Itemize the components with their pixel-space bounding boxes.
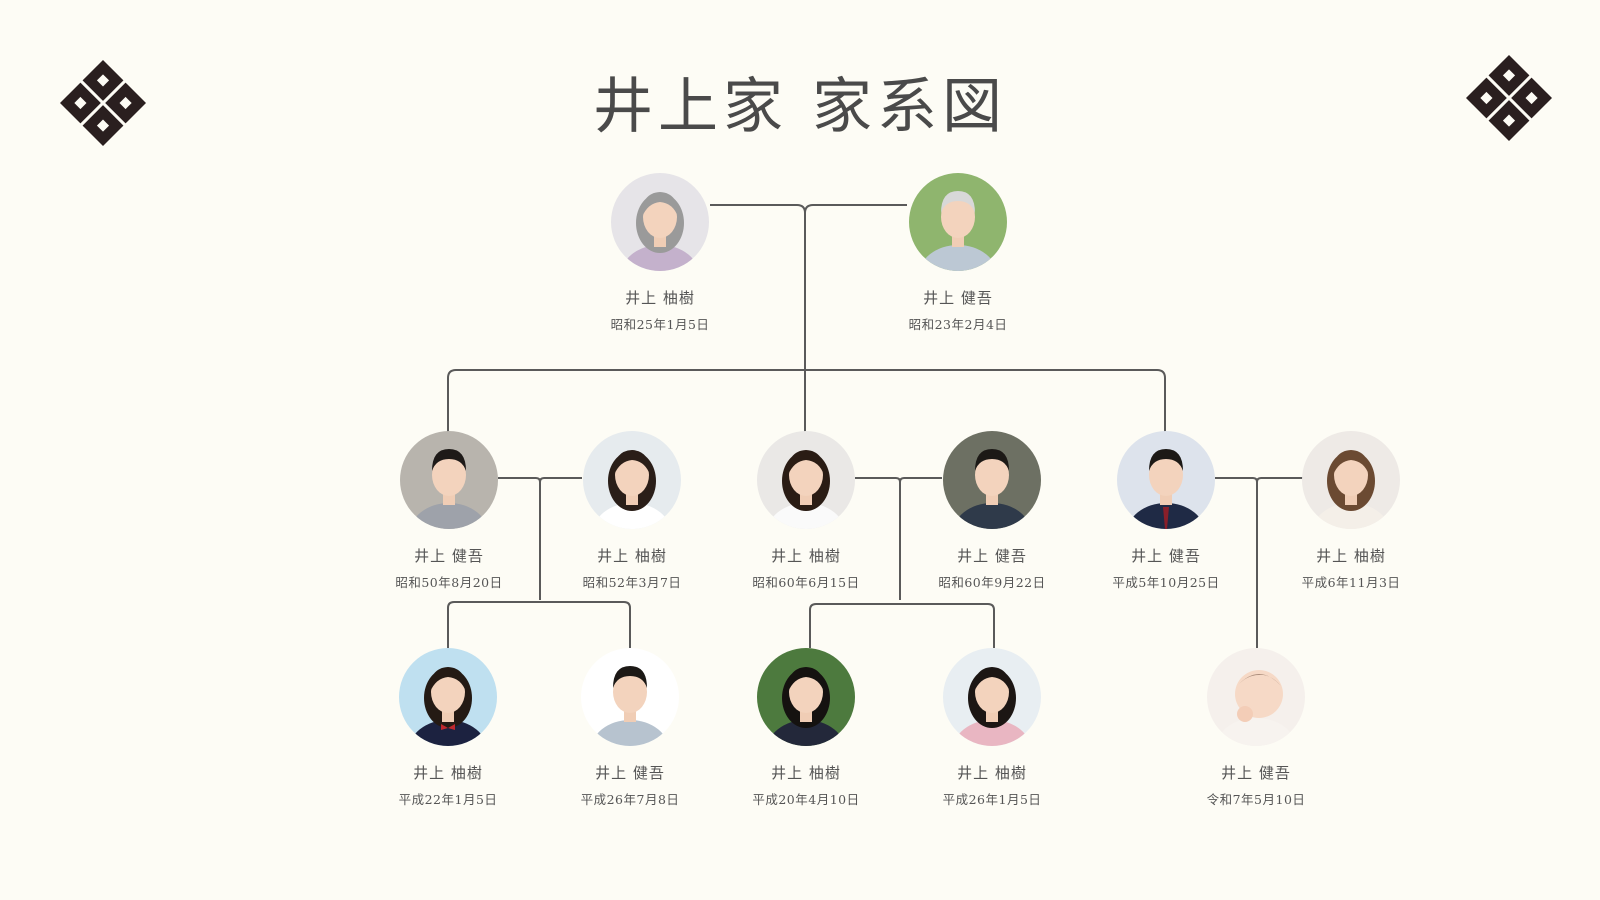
member-card[interactable]: 井上 柚樹 昭和60年6月15日 <box>721 431 891 591</box>
woman-photo <box>583 431 681 529</box>
member-birthdate: 昭和60年9月22日 <box>938 575 1046 590</box>
elderly-woman-photo-icon <box>620 192 700 271</box>
connector-children-bar <box>447 369 1166 432</box>
member-name: 井上 健吾 <box>957 547 1027 565</box>
girl-child-photo <box>943 648 1041 746</box>
member-card[interactable]: 井上 健吾 平成26年7月8日 <box>545 648 715 808</box>
connector-family2-children <box>809 603 995 648</box>
member-card[interactable]: 井上 健吾 昭和23年2月4日 <box>873 173 1043 333</box>
woman-photo-icon <box>1311 450 1391 529</box>
man-photo <box>400 431 498 529</box>
boy-photo-icon <box>590 666 670 746</box>
member-card[interactable]: 井上 柚樹 昭和52年3月7日 <box>547 431 717 591</box>
member-birthdate: 平成26年1月5日 <box>942 792 1042 807</box>
member-birthdate: 昭和23年2月4日 <box>908 317 1008 332</box>
member-birthdate: 平成20年4月10日 <box>752 792 860 807</box>
member-birthdate: 令和7年5月10日 <box>1206 792 1306 807</box>
connector-grandparents-couple <box>710 204 907 370</box>
member-birthdate: 昭和25年1月5日 <box>610 317 710 332</box>
member-birthdate: 平成5年10月25日 <box>1112 575 1220 590</box>
man-photo-icon <box>952 449 1032 529</box>
member-birthdate: 昭和60年6月15日 <box>752 575 860 590</box>
man-photo-icon <box>409 449 489 529</box>
member-card[interactable]: 井上 健吾 平成5年10月25日 <box>1081 431 1251 591</box>
baby-photo-icon <box>1218 670 1294 746</box>
member-name: 井上 健吾 <box>1131 547 1201 565</box>
member-birthdate: 平成26年7月8日 <box>580 792 680 807</box>
member-name: 井上 柚樹 <box>771 547 841 565</box>
man-suit-photo-icon <box>1126 449 1206 529</box>
connector-family1-children <box>447 601 631 648</box>
baby-photo <box>1207 648 1305 746</box>
woman-photo-icon <box>592 450 672 529</box>
member-name: 井上 柚樹 <box>957 764 1027 782</box>
connector-family1-couple <box>498 477 582 600</box>
member-card[interactable]: 井上 柚樹 平成22年1月5日 <box>363 648 533 808</box>
member-card[interactable]: 井上 健吾 昭和50年8月20日 <box>364 431 534 591</box>
four-diamond-crest-icon <box>1466 55 1552 141</box>
elderly-man-photo-icon <box>918 191 998 271</box>
member-name: 井上 柚樹 <box>771 764 841 782</box>
connector-family2-couple <box>855 477 942 600</box>
member-card[interactable]: 井上 柚樹 昭和25年1月5日 <box>575 173 745 333</box>
elderly-woman-photo <box>611 173 709 271</box>
member-birthdate: 平成6年11月3日 <box>1301 575 1401 590</box>
member-birthdate: 昭和50年8月20日 <box>395 575 503 590</box>
member-name: 井上 健吾 <box>1221 764 1291 782</box>
member-card[interactable]: 井上 柚樹 平成20年4月10日 <box>721 648 891 808</box>
four-diamond-crest-icon <box>60 60 146 146</box>
elderly-man-photo <box>909 173 1007 271</box>
girl-student-photo <box>399 648 497 746</box>
connector-family3-couple <box>1215 477 1305 648</box>
member-name: 井上 柚樹 <box>1316 547 1386 565</box>
woman-photo <box>1302 431 1400 529</box>
girl-student-photo-icon <box>408 667 488 746</box>
member-name: 井上 柚樹 <box>625 289 695 307</box>
member-birthdate: 昭和52年3月7日 <box>582 575 682 590</box>
member-name: 井上 健吾 <box>595 764 665 782</box>
member-card[interactable]: 井上 健吾 令和7年5月10日 <box>1171 648 1341 808</box>
member-name: 井上 柚樹 <box>597 547 667 565</box>
man-suit-photo <box>1117 431 1215 529</box>
member-card[interactable]: 井上 柚樹 平成6年11月3日 <box>1266 431 1436 591</box>
member-birthdate: 平成22年1月5日 <box>398 792 498 807</box>
girl-child-photo-icon <box>952 667 1032 746</box>
girl-photo-icon <box>766 667 846 746</box>
member-card[interactable]: 井上 健吾 昭和60年9月22日 <box>907 431 1077 591</box>
girl-photo <box>757 648 855 746</box>
woman-photo <box>757 431 855 529</box>
member-name: 井上 健吾 <box>923 289 993 307</box>
member-card[interactable]: 井上 柚樹 平成26年1月5日 <box>907 648 1077 808</box>
woman-photo-icon <box>766 450 846 529</box>
member-name: 井上 柚樹 <box>413 764 483 782</box>
page-title: 井上家 家系図 <box>592 72 1008 142</box>
boy-photo <box>581 648 679 746</box>
man-photo <box>943 431 1041 529</box>
member-name: 井上 健吾 <box>414 547 484 565</box>
